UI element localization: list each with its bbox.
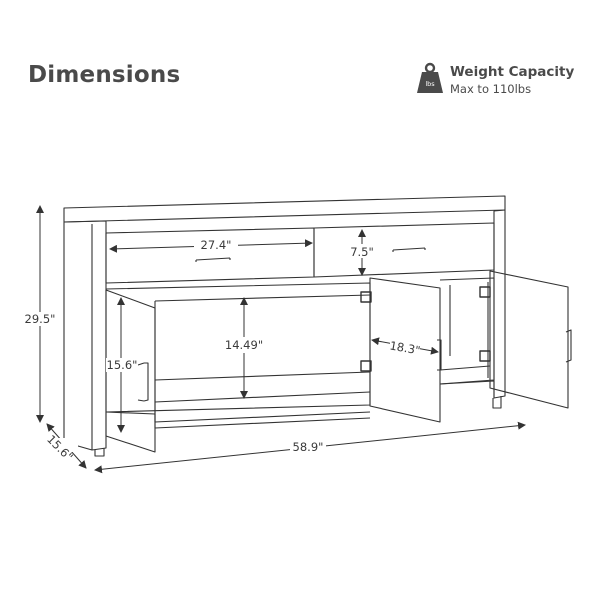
drawer-width-label: 27.4" — [201, 238, 232, 252]
hinge-icon — [360, 286, 491, 372]
weight-icon-label: lbs — [425, 80, 435, 88]
weight-capacity-badge: lbs Weight Capacity Max to 110lbs — [416, 62, 586, 98]
drawer-handle-left — [195, 257, 231, 262]
drawer-handle-right — [392, 247, 426, 252]
door-right — [489, 270, 572, 409]
top-slab — [63, 195, 506, 223]
drawer-right — [313, 222, 495, 278]
drawer-height-label: 7.5" — [350, 245, 374, 259]
cabinet-height-label: 14.49" — [225, 338, 263, 352]
height-label: 29.5" — [25, 312, 56, 326]
cabinet-interior-right — [439, 277, 495, 385]
cabinet-width-label: 18.3" — [389, 338, 422, 357]
width-label: 58.9" — [293, 440, 324, 454]
cabinet-depth-label: 15.6" — [107, 358, 138, 372]
weight-capacity-label: Weight Capacity — [450, 64, 575, 80]
right-side-panel — [493, 209, 506, 399]
page-title: Dimensions — [28, 62, 181, 88]
weight-icon: lbs — [417, 62, 443, 93]
weight-capacity-value: Max to 110lbs — [450, 82, 532, 96]
left-side-panel — [63, 220, 107, 451]
